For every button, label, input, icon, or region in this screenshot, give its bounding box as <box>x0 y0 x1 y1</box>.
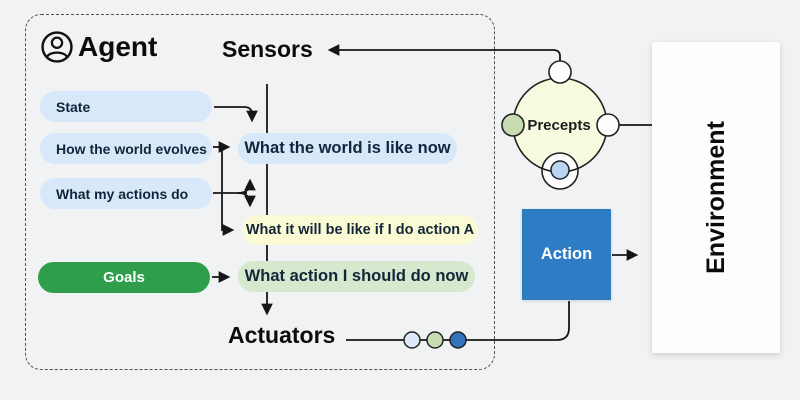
percepts-to-sensors-arrow <box>327 44 561 61</box>
actuators-to-action-line <box>346 301 570 341</box>
environment-box: Environment <box>652 42 780 353</box>
actions-fork-up-arrow <box>237 178 256 194</box>
pill-action-prediction-label: What it will be like if I do action A <box>245 222 475 238</box>
percepts-node-top <box>548 60 572 84</box>
pill-action-decision: What action I should do now <box>238 261 475 292</box>
actuators-label: Actuators <box>228 322 336 348</box>
state-arrow <box>214 106 258 123</box>
actuator-dot-dark-blue <box>449 331 467 349</box>
pill-how-the-world-evolves: How the world evolves <box>40 133 212 164</box>
percepts-node-left <box>501 113 525 137</box>
agent-box <box>25 14 495 370</box>
pill-state: State <box>40 91 212 122</box>
percepts-node-bottom-dot <box>550 160 570 180</box>
pill-state-label: State <box>56 98 91 115</box>
pill-what-my-actions-do-label: What my actions do <box>56 185 189 202</box>
pill-how-the-world-evolves-label: How the world evolves <box>56 140 207 157</box>
pill-goals-label: Goals <box>103 269 145 286</box>
sensors-label: Sensors <box>222 36 313 62</box>
percepts-label: Precepts <box>527 117 590 134</box>
pill-world-state-now-label: What the world is like now <box>244 139 451 157</box>
action-label: Action <box>540 245 593 263</box>
pill-action-prediction: What it will be like if I do action A <box>242 215 478 245</box>
percepts-node-right <box>596 113 620 137</box>
actuator-dot-light-blue <box>403 331 421 349</box>
pill-goals: Goals <box>38 262 210 293</box>
environment-label: Environment <box>701 121 730 274</box>
action-box: Action <box>522 209 611 300</box>
pill-world-state-now: What the world is like now <box>238 133 457 164</box>
pill-what-my-actions-do: What my actions do <box>40 178 212 209</box>
agent-avatar-icon <box>41 31 73 63</box>
actuator-dot-green <box>426 331 444 349</box>
actions-fork-down-arrow <box>237 192 256 208</box>
world-evolves-branch-arrow <box>221 148 235 236</box>
pill-action-decision-label: What action I should do now <box>244 267 469 285</box>
agent-title: Agent <box>78 31 158 62</box>
